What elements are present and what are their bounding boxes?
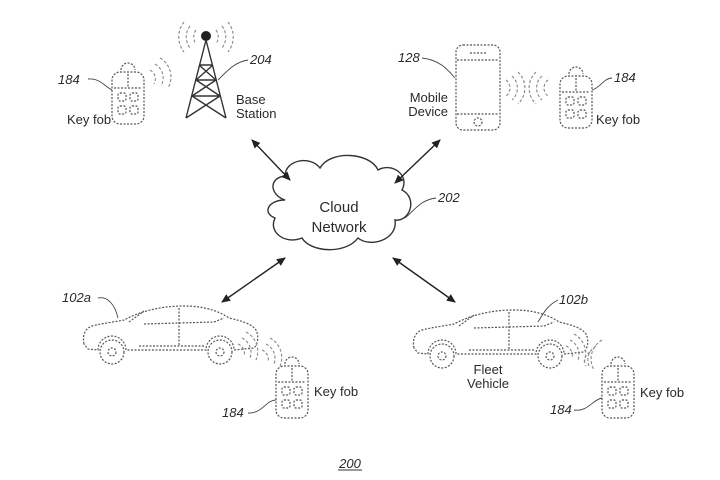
key-fob-bottom-left: Key fob 184 — [222, 356, 358, 420]
key-fob-ref: 184 — [58, 72, 80, 87]
key-fob-label: Key fob — [596, 112, 640, 127]
base-station-label-line2: Station — [236, 106, 276, 121]
cloud-shape — [267, 154, 412, 251]
vehicle-b-node: Fleet Vehicle 102b — [412, 292, 603, 391]
base-station-label-line1: Base — [236, 92, 266, 107]
key-fob-ref-leader — [591, 77, 613, 91]
figure-number: 200 — [338, 456, 361, 471]
cloud-label-line2: Network — [311, 219, 367, 236]
smartphone-icon — [455, 44, 501, 131]
mobile-device-node: Mobile Device 128 — [398, 44, 549, 131]
key-fob-ref-leader — [573, 397, 603, 411]
key-fob-icon — [275, 356, 309, 419]
key-fob-icon — [111, 62, 145, 125]
cloud-network-node: Cloud Network 202 — [267, 154, 460, 251]
signal-waves-icon — [565, 333, 603, 371]
cloud-ref: 202 — [437, 190, 460, 205]
key-fob-icon — [601, 356, 635, 419]
vehicle-a-ref-leader — [97, 297, 119, 319]
key-fob-label: Key fob — [640, 385, 684, 400]
mobile-ref: 128 — [398, 50, 420, 65]
key-fob-ref-leader — [247, 399, 277, 414]
cell-tower-icon — [178, 21, 234, 119]
key-fob-top-left: Key fob 184 — [58, 57, 172, 127]
mobile-label-line2: Device — [408, 104, 448, 119]
vehicle-b-ref-leader — [537, 299, 559, 323]
car-icon — [82, 305, 259, 365]
cloud-ref-leader — [404, 197, 437, 219]
signal-waves-icon — [237, 331, 283, 367]
vehicle-b-ref: 102b — [559, 292, 588, 307]
base-station-ref-leader — [217, 59, 249, 81]
key-fob-ref-leader — [87, 78, 113, 91]
vehicle-a-ref: 102a — [62, 290, 91, 305]
cloud-label-line1: Cloud — [319, 199, 358, 216]
key-fob-ref: 184 — [550, 402, 572, 417]
mobile-label-line1: Mobile — [410, 90, 448, 105]
vehicle-b-label-line1: Fleet — [474, 362, 503, 377]
signal-waves-icon — [505, 71, 549, 105]
key-fob-top-right: Key fob 184 — [559, 66, 640, 129]
base-station-ref: 204 — [249, 52, 272, 67]
vehicle-b-label-line2: Vehicle — [467, 376, 509, 391]
key-fob-label: Key fob — [314, 384, 358, 399]
key-fob-ref: 184 — [222, 405, 244, 420]
arrow-base-station-cloud — [251, 139, 291, 181]
base-station-node: Base Station 204 — [178, 21, 276, 121]
mobile-ref-leader — [421, 57, 456, 79]
key-fob-icon — [559, 66, 593, 129]
key-fob-bottom-right: Key fob 184 — [550, 356, 684, 419]
signal-waves-icon — [149, 57, 172, 89]
key-fob-label: Key fob — [67, 112, 111, 127]
vehicle-a-node: 102a — [62, 290, 283, 367]
arrow-vehicle-b-cloud — [392, 257, 456, 303]
arrow-vehicle-a-cloud — [221, 257, 286, 303]
key-fob-ref: 184 — [614, 70, 636, 85]
arrow-mobile-cloud — [394, 139, 441, 184]
car-icon — [412, 309, 589, 369]
